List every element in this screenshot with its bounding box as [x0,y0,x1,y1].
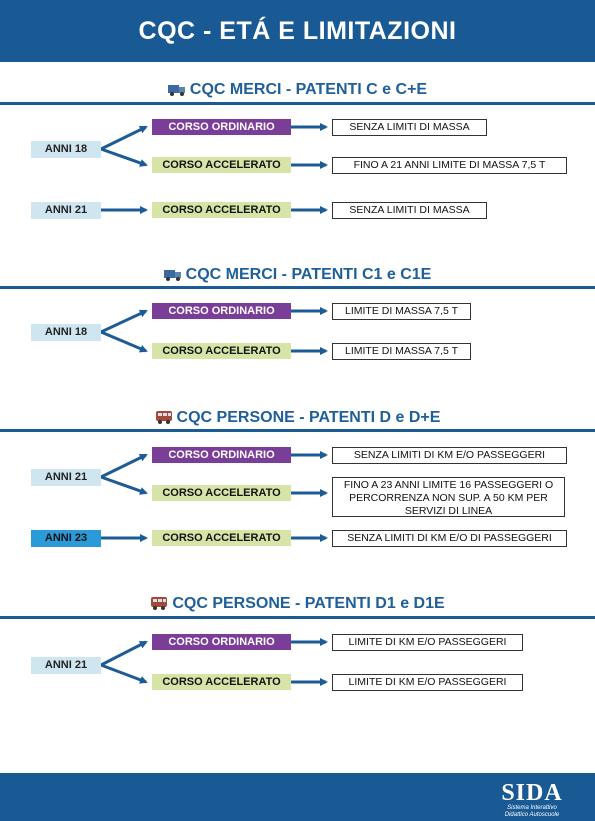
result-box: FINO A 21 ANNI LIMITE DI MASSA 7,5 T [332,157,567,174]
arrow-s4-age21-ordinario [100,640,148,667]
section-title-merci-c: CQC MERCI - PATENTI C e C+E [0,81,595,101]
arrow-s1-age18-ordinario [100,125,148,151]
age-badge: ANNI 21 [31,469,101,486]
section-title-persone-d: CQC PERSONE - PATENTI D e D+E [0,409,595,429]
result-box: LIMITE DI MASSA 7,5 T [332,343,471,360]
result-box: LIMITE DI KM E/O PASSEGGERI [332,634,523,651]
arrow-s4-age21-accelerato [100,663,148,684]
result-box: LIMITE DI KM E/O PASSEGGERI [332,674,523,691]
result-box: LIMITE DI MASSA 7,5 T [332,303,471,320]
result-box: FINO A 23 ANNI LIMITE 16 PASSEGGERI O PE… [332,477,565,517]
course-ordinario: CORSO ORDINARIO [152,447,291,463]
course-accelerato: CORSO ACCELERATO [152,202,291,218]
truck-icon [163,267,182,286]
bus-icon [155,410,173,429]
sida-logo: SIDA Sistema Interattivo Didattico Autos… [501,780,563,818]
section-rule [0,429,595,432]
bus-icon [150,596,168,615]
result-box: SENZA LIMITI DI MASSA [332,202,487,219]
section-rule [0,286,595,289]
age-badge: ANNI 18 [31,141,101,158]
result-box: SENZA LIMITI DI MASSA [332,119,487,136]
section-rule [0,102,595,105]
age-badge: ANNI 21 [31,657,101,674]
arrow-s2-age18-accelerato [100,330,148,353]
age-badge: ANNI 21 [31,202,101,219]
arrow-s3-age21-accelerato [100,475,148,495]
arrow-s3-age21-ordinario [100,453,148,479]
course-accelerato: CORSO ACCELERATO [152,485,291,501]
course-ordinario: CORSO ORDINARIO [152,119,291,135]
course-accelerato: CORSO ACCELERATO [152,530,291,546]
truck-icon [167,82,186,101]
course-accelerato: CORSO ACCELERATO [152,674,291,690]
age-badge: ANNI 18 [31,324,101,341]
age-badge-highlight: ANNI 23 [31,530,101,547]
course-ordinario: CORSO ORDINARIO [152,634,291,650]
page-title: CQC - ETÁ E LIMITAZIONI [138,17,457,45]
section-title-persone-d1: CQC PERSONE - PATENTI D1 e D1E [0,595,595,615]
header-bar: CQC - ETÁ E LIMITAZIONI [0,0,595,62]
section-rule [0,616,595,619]
result-box: SENZA LIMITI DI KM E/O DI PASSEGGERI [332,530,567,547]
course-accelerato: CORSO ACCELERATO [152,343,291,359]
result-box: SENZA LIMITI DI KM E/O PASSEGGERI [332,447,567,464]
footer-bar [0,773,595,821]
arrow-s2-age18-ordinario [100,309,148,334]
course-accelerato: CORSO ACCELERATO [152,157,291,173]
course-ordinario: CORSO ORDINARIO [152,303,291,319]
section-title-merci-c1: CQC MERCI - PATENTI C1 e C1E [0,266,595,286]
arrow-s1-age18-accelerato [100,147,148,167]
